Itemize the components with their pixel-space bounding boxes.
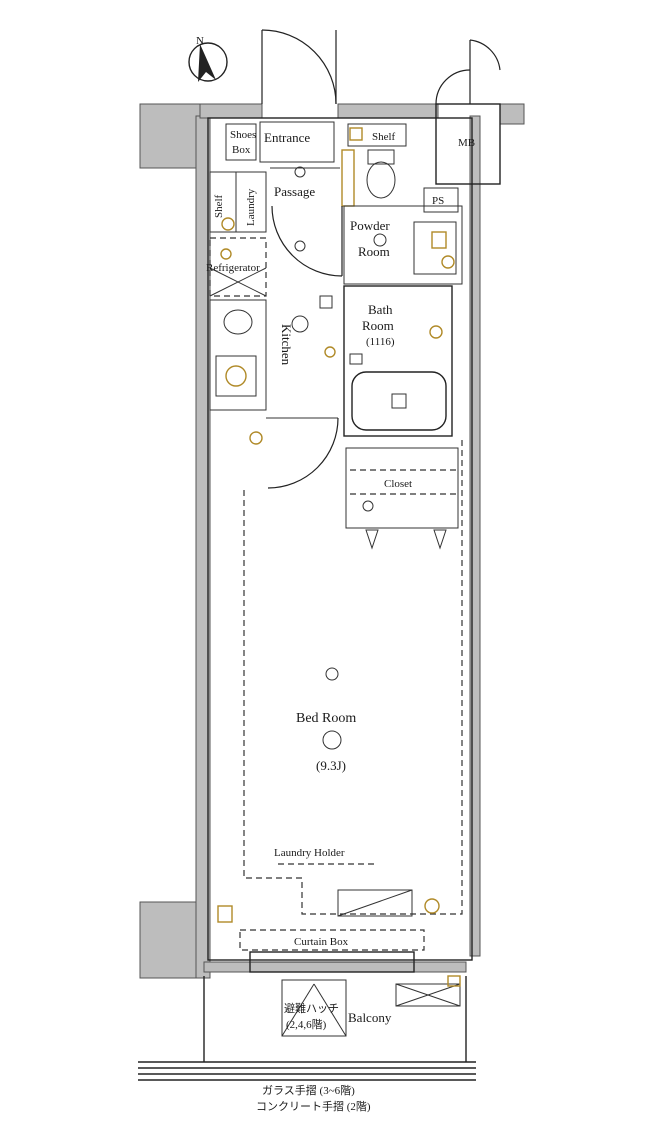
curtain-box: Curtain Box <box>239 929 425 951</box>
kitchen: Kitchen <box>209 295 336 411</box>
balcony-railing <box>138 1061 476 1081</box>
balcony-label: Balcony <box>348 1010 392 1025</box>
closet: Closet <box>345 447 459 550</box>
curtain-box-label: Curtain Box <box>294 936 349 948</box>
note-label-2: コンクリート手摺 (2階) <box>256 1099 371 1113</box>
bathtub-icon <box>351 371 447 431</box>
hatch-label-1: 避難ハッチ <box>284 1001 339 1015</box>
entrance: Entrance <box>259 121 335 163</box>
mb-label: MB <box>458 137 475 149</box>
entrance-door <box>261 29 501 105</box>
outline <box>207 103 501 961</box>
exterior-walls <box>139 103 525 979</box>
closet-label: Closet <box>384 478 412 490</box>
bed-room-area-label: (9.3J) <box>316 758 346 773</box>
refrigerator: Refrigerator <box>206 237 267 297</box>
toilet-icon <box>341 149 396 207</box>
laundry-holder-label: Laundry Holder <box>274 847 345 859</box>
entrance-label: Entrance <box>264 130 310 145</box>
shoes-box-label-2: Box <box>232 144 251 156</box>
refrigerator-label: Refrigerator <box>206 262 260 274</box>
powder-room: Powder Room <box>343 205 463 285</box>
bath-room-label-1: Bath <box>368 302 393 317</box>
outdoor-unit <box>395 983 461 1007</box>
bed-room-label: Bed Room <box>296 711 356 726</box>
ps-label: PS <box>432 195 444 207</box>
svg-text:N: N <box>196 35 204 47</box>
bath-room: Bath Room (1116) <box>343 285 453 437</box>
railing-notes: ガラス手摺 (3~6階) コンクリート手摺 (2階) <box>256 1083 371 1113</box>
hatch-label-2: (2,4,6階) <box>286 1017 327 1031</box>
shoes-box-label-1: Shoes <box>230 129 256 141</box>
shoes-box: Shoes Box <box>225 123 257 161</box>
passage: Passage <box>270 166 343 277</box>
bedroom-door <box>249 417 339 489</box>
bath-room-label-2: Room <box>362 318 394 333</box>
note-label-1: ガラス手摺 (3~6階) <box>262 1083 355 1097</box>
sink-icon <box>223 309 253 335</box>
bed-room: Bed Room (9.3J) Laundry Holder <box>217 440 463 923</box>
compass-north-arrow-icon: N <box>188 35 228 82</box>
passage-label: Passage <box>274 184 315 199</box>
powder-room-label-1: Powder <box>350 218 390 233</box>
shelf-top-label: Shelf <box>372 131 396 143</box>
bath-room-label-3: (1116) <box>366 336 395 348</box>
shelf-top: Shelf <box>347 123 407 147</box>
balcony-window <box>249 951 415 973</box>
shelf-laundry-area: Shelf Laundry <box>209 171 267 233</box>
kitchen-label: Kitchen <box>279 324 294 366</box>
laundry-label: Laundry <box>245 188 257 226</box>
powder-room-label-2: Room <box>358 244 390 259</box>
balcony: 避難ハッチ (2,4,6階) Balcony <box>203 975 467 1062</box>
shelf-side-label: Shelf <box>213 194 225 218</box>
